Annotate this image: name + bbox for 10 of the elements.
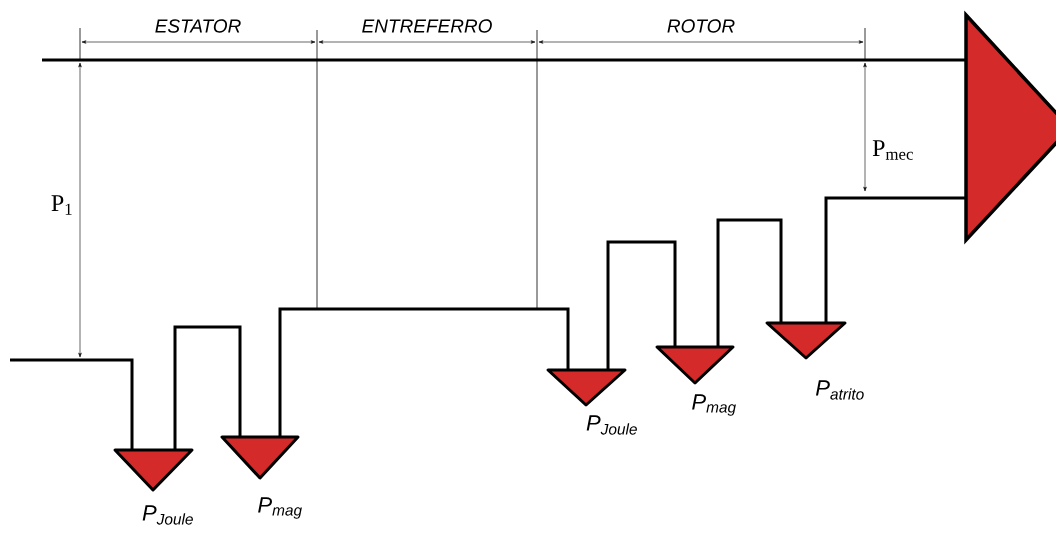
region-label: ENTREFERRO — [362, 19, 492, 33]
power-label: P$_{1}$ — [51, 195, 72, 215]
power-label: P$_{mec}$ — [872, 140, 913, 160]
region-label: ROTOR — [667, 19, 735, 33]
loss-label: P$_{atrito}$ — [816, 380, 864, 400]
loss-label: P$_{Joule}$ — [142, 505, 193, 525]
loss-label: P$_{Joule}$ — [586, 415, 637, 435]
region-label: ESTATOR — [155, 19, 241, 33]
loss-label: P$_{mag}$ — [258, 497, 302, 519]
loss-label: P$_{mag}$ — [692, 394, 736, 416]
